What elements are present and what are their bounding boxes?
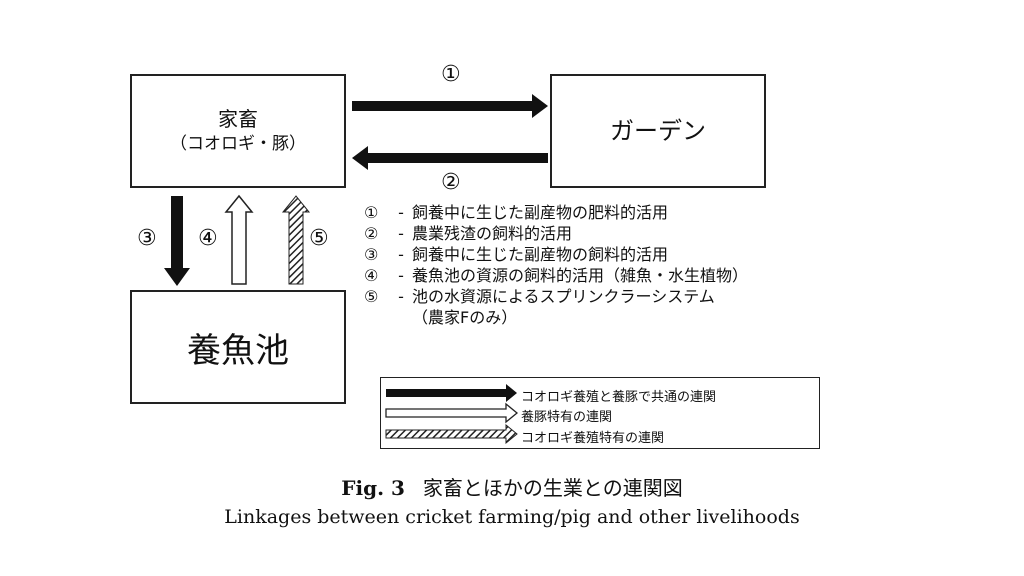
- note-continuation: （農家Fのみ）: [412, 308, 518, 327]
- note-text: 飼養中に生じた副産物の肥料的活用: [412, 203, 669, 222]
- note-dash: -: [398, 266, 404, 285]
- arrow-4-pond-to-livestock: [224, 194, 254, 285]
- note-item: ③ - 飼養中に生じた副産物の飼料的活用: [364, 244, 748, 265]
- note-text: 池の水資源によるスプリンクラーシステム: [412, 287, 715, 306]
- note-dash: -: [398, 245, 404, 264]
- figure-title-ja: 家畜とほかの生業との連関図: [422, 476, 683, 500]
- note-item: ④ - 養魚池の資源の飼料的活用（雑魚・水生植物）: [364, 265, 748, 286]
- arrow-3-livestock-to-pond: [164, 196, 190, 286]
- arrow-label-4: ④: [198, 226, 218, 251]
- legend-hatched-arrow: [385, 423, 518, 445]
- note-text: 養魚池の資源の飼料的活用（雑魚・水生植物）: [412, 266, 749, 285]
- arrow-5-pond-to-livestock: [281, 195, 311, 285]
- note-item: ⑤ - 池の水資源によるスプリンクラーシステム: [364, 286, 748, 307]
- arrow-label-1: ①: [441, 62, 461, 87]
- note-number: ④: [364, 266, 379, 285]
- figure-label: Fig. 3: [341, 476, 405, 500]
- arrow-label-2: ②: [441, 170, 461, 195]
- legend-solid-label: コオロギ養殖と養豚で共通の連関: [521, 390, 717, 405]
- arrow-label-5: ⑤: [309, 226, 329, 251]
- note-dash: -: [398, 287, 404, 306]
- arrow-2-garden-to-livestock: [352, 146, 548, 170]
- legend-solid-arrow: [386, 384, 517, 402]
- garden-title: ガーデン: [610, 116, 706, 145]
- arrow-label-3: ③: [137, 226, 157, 251]
- note-dash: -: [398, 224, 404, 243]
- livestock-box: 家畜 （コオロギ・豚）: [130, 74, 346, 188]
- legend-hollow-arrow: [385, 402, 519, 424]
- legend-hatched-label: コオロギ養殖特有の連関: [521, 431, 665, 446]
- note-number: ①: [364, 203, 379, 222]
- note-text: 農業残渣の飼料的活用: [412, 224, 573, 243]
- garden-box: ガーデン: [550, 74, 766, 188]
- note-dash: -: [398, 203, 404, 222]
- legend: コオロギ養殖と養豚で共通の連関 養豚特有の連関 コオロギ養殖特有の連関: [380, 377, 820, 449]
- livestock-title: 家畜: [218, 107, 258, 132]
- figure-title-en: Linkages between cricket farming/pig and…: [224, 506, 800, 528]
- note-number: ③: [364, 245, 379, 264]
- note-number: ⑤: [364, 287, 379, 306]
- legend-hollow-label: 養豚特有の連関: [521, 410, 613, 425]
- note-item: ① - 飼養中に生じた副産物の肥料的活用: [364, 202, 748, 223]
- note-item: ② - 農業残渣の飼料的活用: [364, 223, 748, 244]
- pond-title: 養魚池: [187, 330, 289, 371]
- livestock-subtitle: （コオロギ・豚）: [170, 134, 306, 155]
- figure-caption: Fig. 3 家畜とほかの生業との連関図: [0, 472, 1024, 501]
- note-number: ②: [364, 224, 379, 243]
- arrow-1-livestock-to-garden: [352, 94, 548, 118]
- pond-box: 養魚池: [130, 290, 346, 404]
- note-text: 飼養中に生じた副産物の飼料的活用: [412, 245, 669, 264]
- linkage-notes: ① - 飼養中に生じた副産物の肥料的活用 ② - 農業残渣の飼料的活用 ③ - …: [364, 202, 748, 328]
